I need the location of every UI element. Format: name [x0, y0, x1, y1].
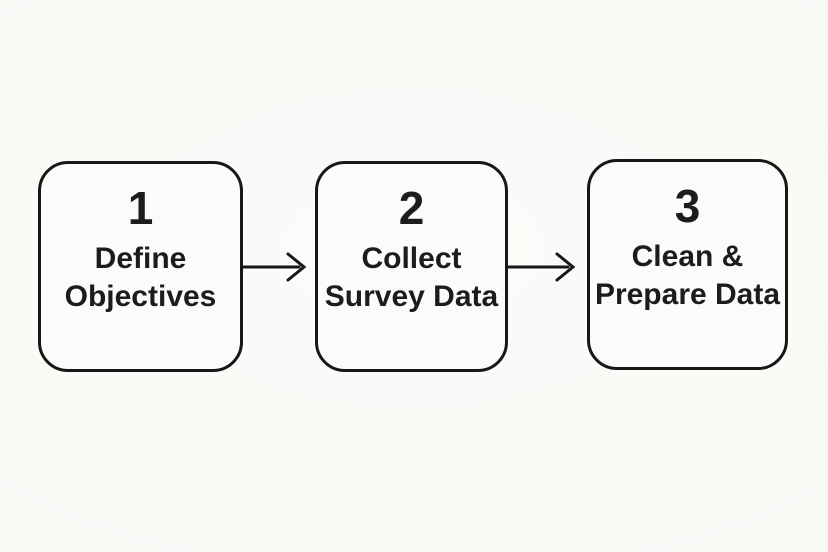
step-label-line-1: Collect — [361, 242, 462, 275]
right-arrow-icon — [241, 252, 307, 282]
step-label-line-1: Define — [94, 242, 187, 275]
step-label-line-2: Prepare Data — [594, 278, 781, 311]
right-arrow-icon — [506, 252, 576, 282]
step-box-collect-survey-data: 2 Collect Survey Data — [315, 161, 508, 372]
step-box-define-objectives: 1 Define Objectives — [38, 161, 243, 372]
step-number: 3 — [674, 180, 701, 232]
step-number: 2 — [398, 182, 425, 234]
step-label-line-2: Objectives — [64, 280, 217, 313]
step-label: Collect Survey Data — [325, 240, 498, 316]
step-label: Clean & Prepare Data — [595, 238, 780, 314]
step-box-clean-prepare-data: 3 Clean & Prepare Data — [587, 159, 788, 370]
step-label-line-1: Clean & — [631, 240, 744, 273]
step-label: Define Objectives — [65, 240, 217, 316]
step-number: 1 — [127, 182, 154, 234]
step-label-line-2: Survey Data — [324, 280, 499, 313]
